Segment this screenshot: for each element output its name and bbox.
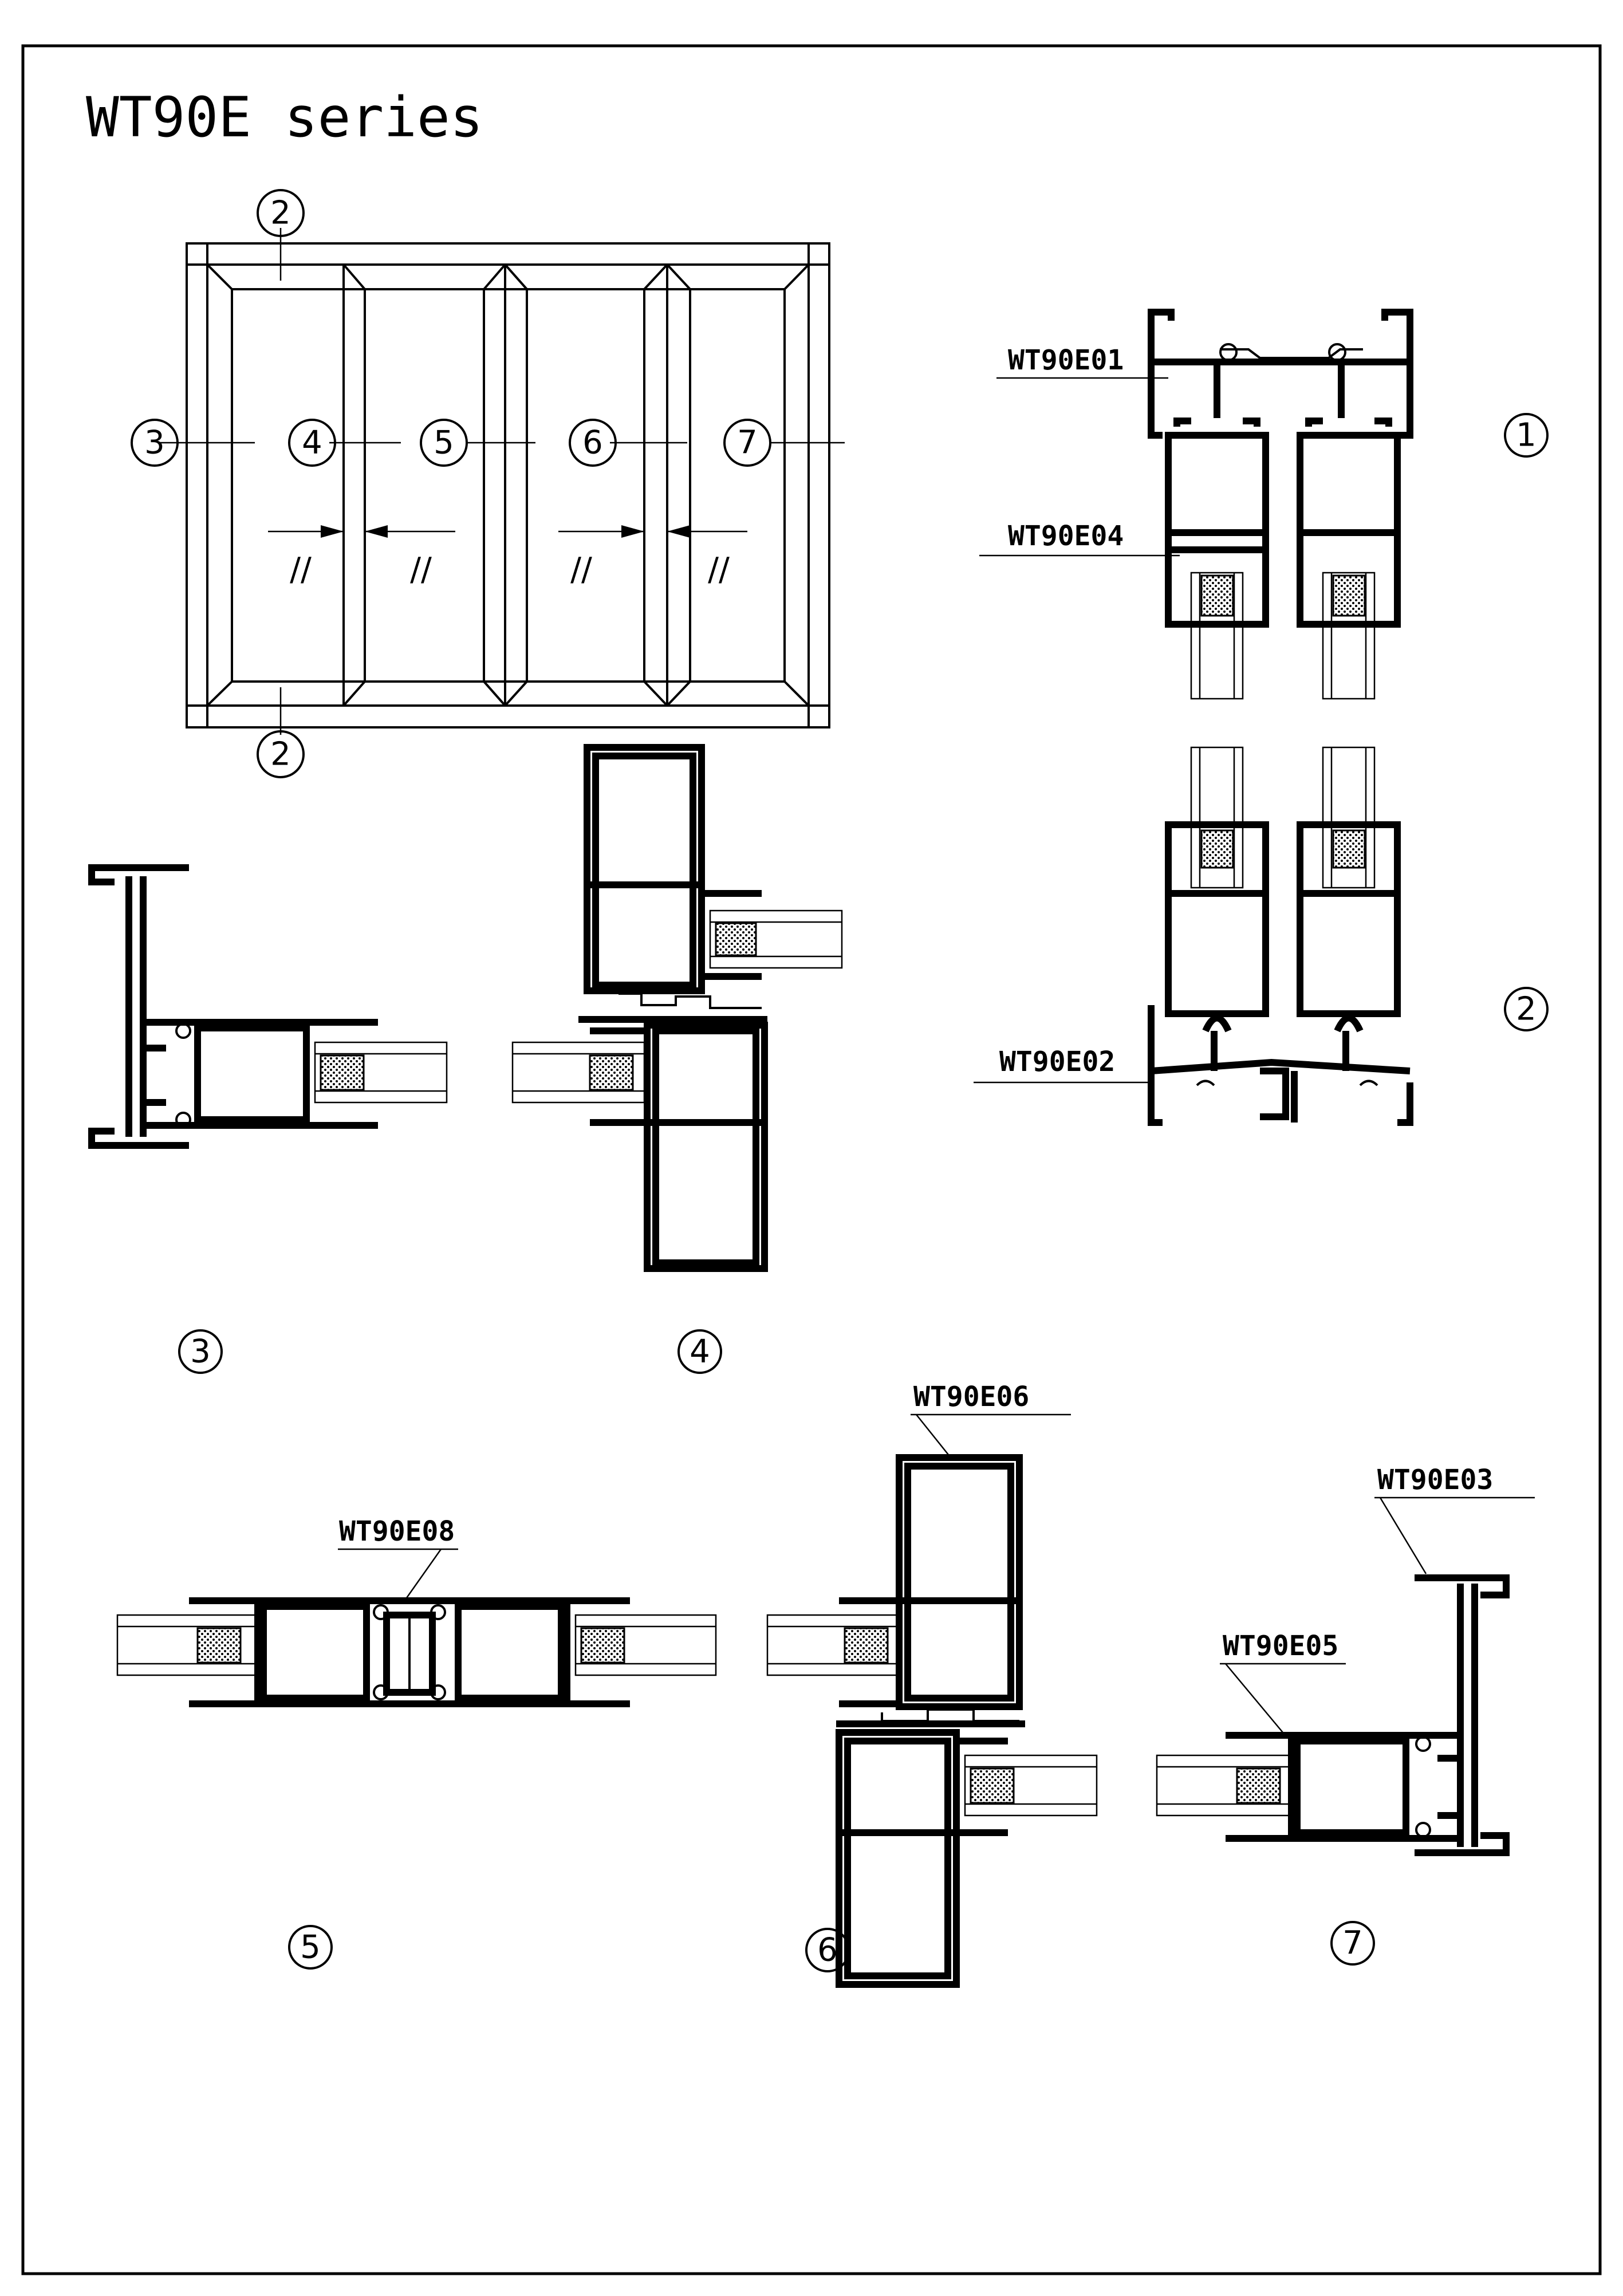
svg-text:5: 5 [300,1929,321,1966]
window-elevation: // // // // [157,228,845,735]
section-7-drawing [1156,1496,1535,1856]
svg-text:4: 4 [302,424,322,462]
section-number-4: 4 [677,1329,722,1374]
svg-text:7: 7 [737,424,758,462]
section-4-drawing [511,744,843,1272]
section-number-6: 6 [805,1928,850,1972]
callout-6: 6 [569,419,617,467]
svg-text:6: 6 [817,1932,838,1969]
section-number-5: 5 [288,1925,333,1970]
profile-label-wt90e06: WT90E06 [913,1381,1029,1413]
section-number-2: 2 [1504,987,1549,1031]
profile-label-wt90e01: WT90E01 [1008,344,1124,376]
profile-label-wt90e08: WT90E08 [339,1515,455,1547]
section-3-drawing [88,864,448,1149]
svg-text:1: 1 [1516,417,1537,454]
svg-text:2: 2 [270,736,291,773]
section-1-drawing [979,309,1413,700]
section-5-drawing [116,1548,717,1707]
glass-mark: // [410,552,432,589]
svg-text:2: 2 [1516,991,1537,1028]
profile-label-wt90e02: WT90E02 [999,1046,1115,1078]
glass-mark: // [570,552,592,589]
svg-text:5: 5 [434,424,454,462]
svg-text:3: 3 [190,1333,211,1370]
callout-7: 7 [723,419,771,467]
glass-mark: // [290,552,312,589]
profile-label-wt90e05: WT90E05 [1223,1630,1338,1662]
svg-text:6: 6 [582,424,603,462]
section-number-3: 3 [178,1329,223,1374]
svg-text:4: 4 [690,1333,710,1370]
section-number-7: 7 [1330,1921,1375,1966]
section-number-1: 1 [1504,413,1549,458]
section-6-drawing [766,1413,1098,1988]
callout-3: 3 [131,419,179,467]
profile-label-wt90e04: WT90E04 [1008,520,1124,552]
sheet-border [21,44,1602,2275]
callout-bottom: 2 [257,730,305,778]
profile-label-wt90e03: WT90E03 [1377,1464,1493,1496]
glass-mark: // [708,552,730,589]
callout-top: 2 [257,189,305,237]
page-title: WT90E series [86,85,483,149]
svg-text:2: 2 [270,195,291,232]
callout-5: 5 [420,419,468,467]
svg-text:7: 7 [1342,1925,1363,1962]
svg-text:3: 3 [144,424,165,462]
callout-4: 4 [288,419,336,467]
section-2-drawing [974,746,1413,1126]
